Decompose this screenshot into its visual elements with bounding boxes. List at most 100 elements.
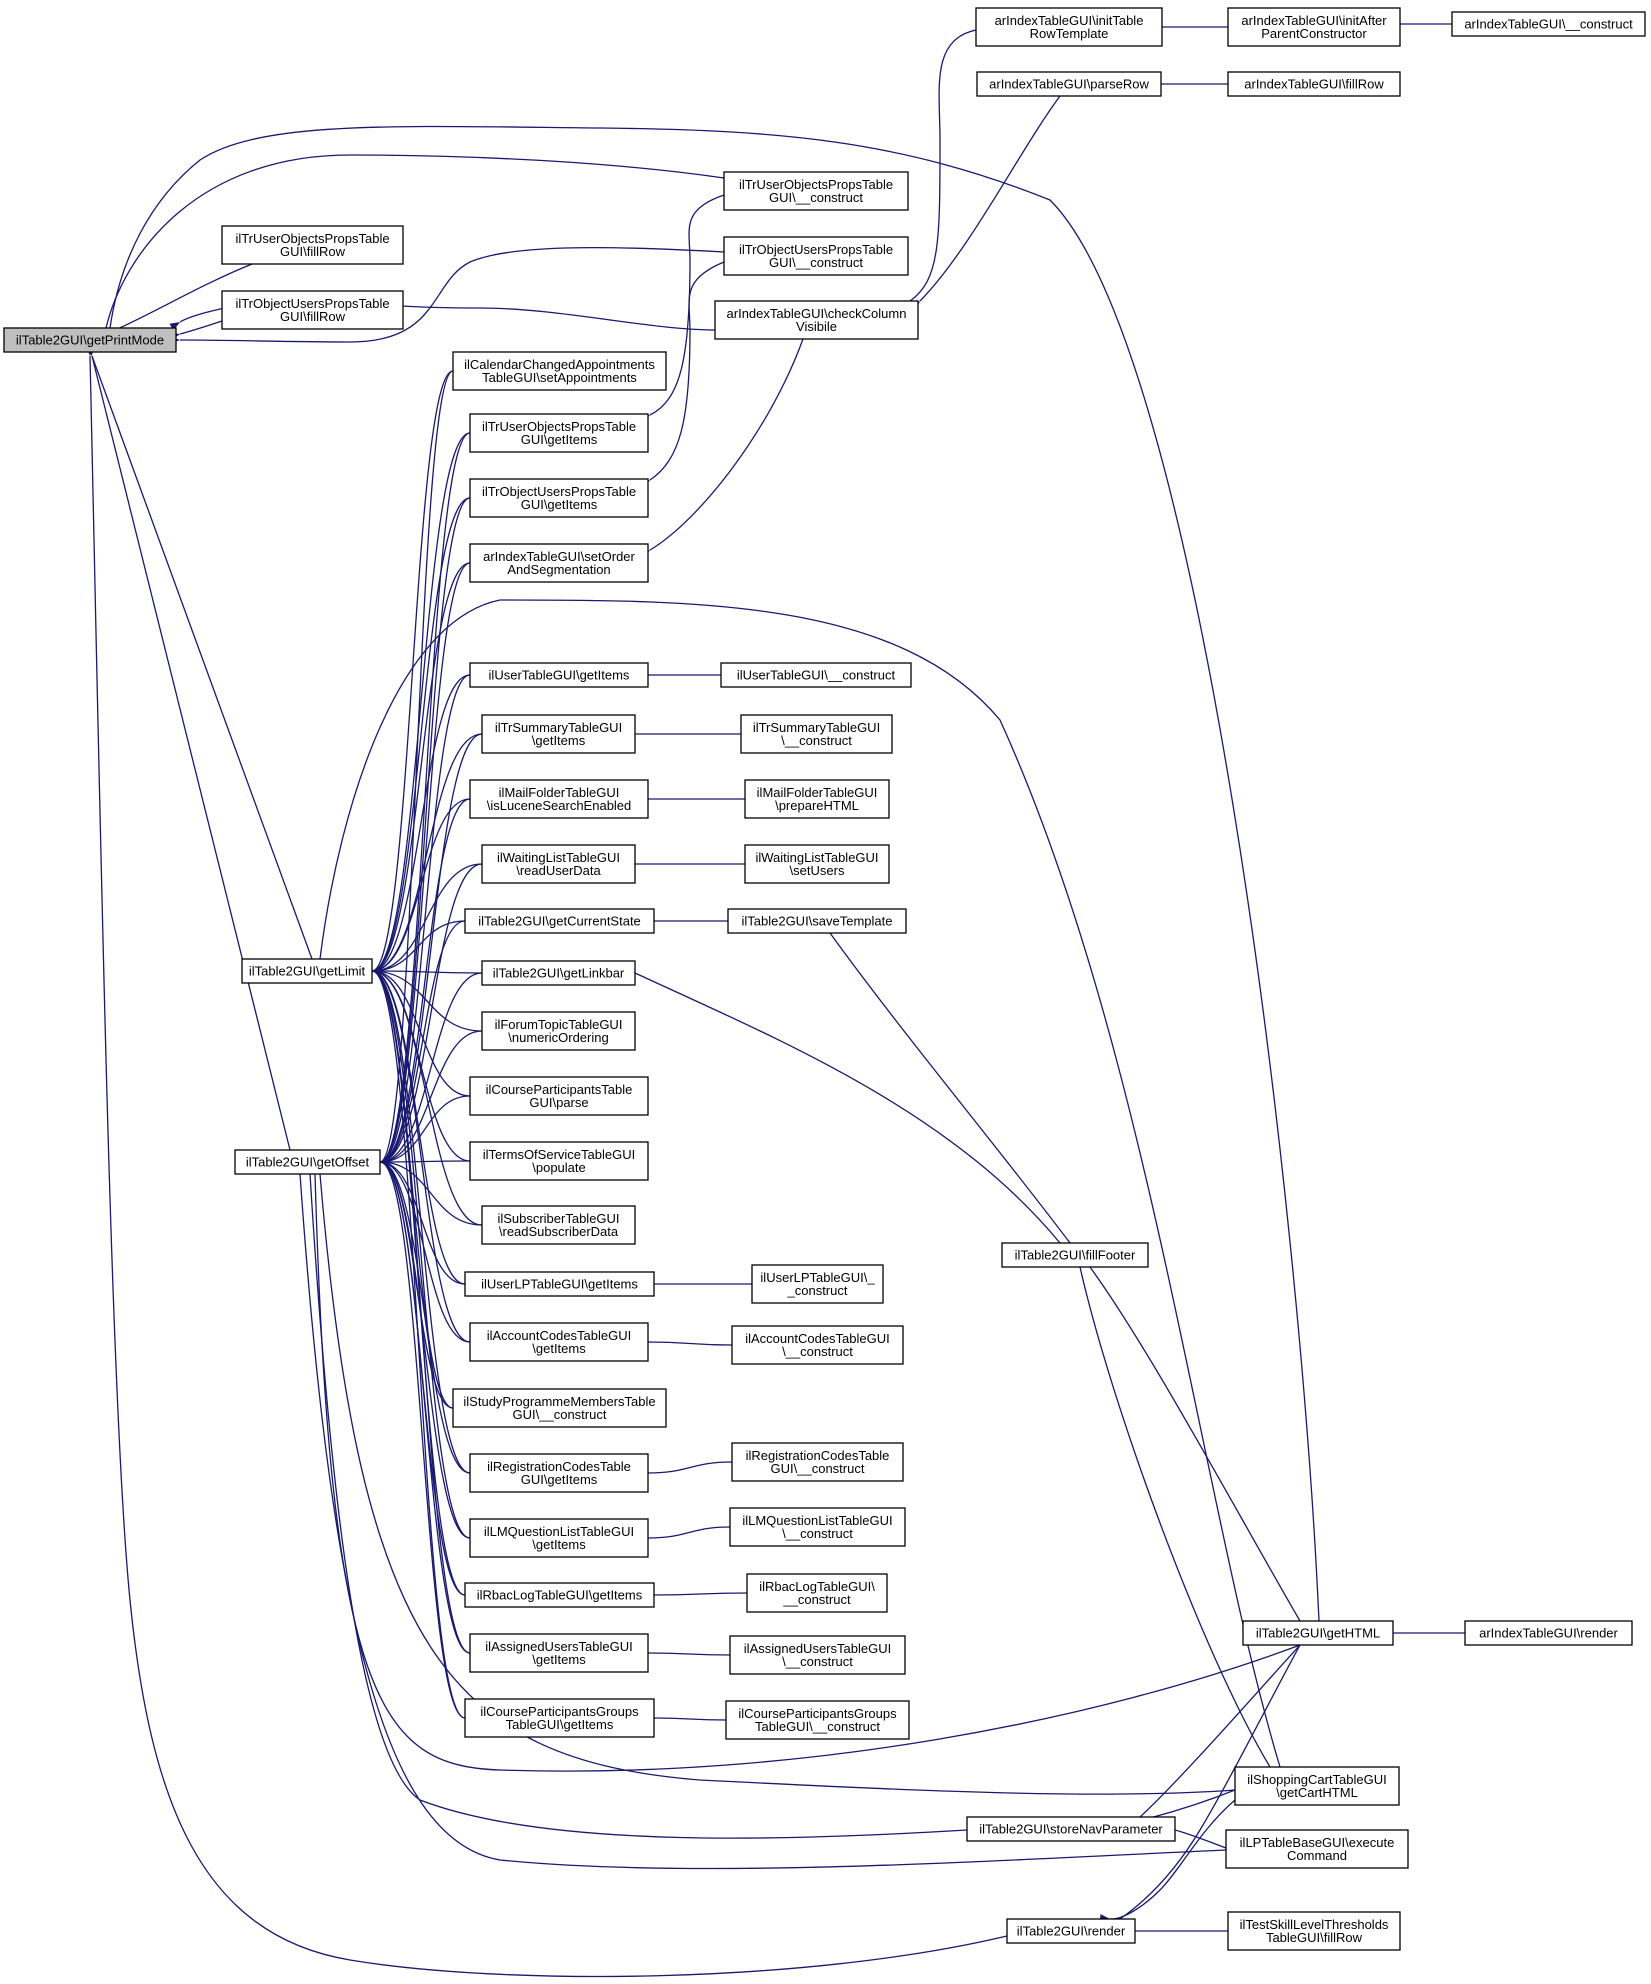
node-wait-setusers[interactable]: ilWaitingListTableGUI\setUsers	[744, 844, 890, 884]
edge-cal_set-to-getlimit	[361, 370, 454, 976]
node-render[interactable]: ilTable2GUI\render	[1006, 1918, 1136, 1944]
node-mail-lucene[interactable]: ilMailFolderTableGUI\isLuceneSearchEnabl…	[469, 779, 649, 819]
node-label: ilWaitingListTableGUI	[497, 850, 620, 865]
node-mail-prepare[interactable]: ilMailFolderTableGUI\prepareHTML	[744, 779, 890, 819]
node-user-items[interactable]: ilUserTableGUI\getItems	[469, 662, 649, 688]
node-acc-construct[interactable]: ilAccountCodesTableGUI\__construct	[731, 1325, 904, 1365]
node-ar-initafter[interactable]: arIndexTableGUI\initAfterParentConstruct…	[1227, 7, 1401, 47]
node-lmq-items[interactable]: ilLMQuestionListTableGUI\getItems	[469, 1518, 649, 1558]
node-getoffset[interactable]: ilTable2GUI\getOffset	[234, 1149, 381, 1175]
node-tos-populate[interactable]: ilTermsOfServiceTableGUI\populate	[469, 1141, 649, 1181]
node-label: ilRegistrationCodesTable	[746, 1448, 890, 1463]
node-subscr-read[interactable]: ilSubscriberTableGUI\readSubscriberData	[481, 1205, 636, 1245]
node-label: ilTrObjectUsersPropsTable	[482, 484, 636, 499]
node-getlimit[interactable]: ilTable2GUI\getLimit	[241, 958, 373, 984]
node-label: ilAccountCodesTableGUI	[487, 1328, 632, 1343]
node-user-construct[interactable]: ilUserTableGUI\__construct	[720, 662, 912, 688]
node-label: \__construct	[782, 1654, 853, 1669]
node-userlp-construct[interactable]: ilUserLPTableGUI\__construct	[751, 1264, 884, 1304]
node-box	[1242, 1620, 1394, 1646]
node-storenav[interactable]: ilTable2GUI\storeNavParameter	[966, 1816, 1176, 1842]
node-box	[481, 1205, 636, 1245]
node-label: Visibile	[796, 319, 837, 334]
node-box	[1227, 7, 1401, 47]
node-wait-read[interactable]: ilWaitingListTableGUI\readUserData	[481, 844, 636, 884]
node-rbac-construct[interactable]: ilRbacLogTableGUI\__construct	[746, 1573, 888, 1613]
node-label: \prepareHTML	[775, 798, 859, 813]
node-trsum-construct[interactable]: ilTrSummaryTableGUI\__construct	[740, 714, 893, 754]
node-cpg-construct[interactable]: ilCourseParticipantsGroupsTableGUI\__con…	[725, 1700, 910, 1740]
edge-gethtml-to-render	[1109, 1644, 1301, 1929]
node-box	[723, 236, 909, 276]
node-cart[interactable]: ilShoppingCartTableGUI\getCartHTML	[1234, 1766, 1400, 1806]
node-label: GUI\parse	[529, 1095, 588, 1110]
edge-getlimit-to-gpm	[84, 345, 313, 960]
node-label: ilTable2GUI\getLinkbar	[493, 966, 625, 981]
node-box	[1227, 71, 1401, 97]
node-label: ilStudyProgrammeMembersTable	[463, 1394, 655, 1409]
node-label: GUI\fillRow	[280, 244, 346, 259]
node-box	[729, 1635, 906, 1675]
node-ar-render[interactable]: arIndexTableGUI\render	[1464, 1620, 1633, 1646]
node-userlp-items[interactable]: ilUserLPTableGUI\getItems	[464, 1271, 655, 1297]
node-box	[744, 844, 890, 884]
node-forum-order[interactable]: ilForumTopicTableGUI\numericOrdering	[481, 1011, 636, 1051]
node-trsum-items[interactable]: ilTrSummaryTableGUI\getItems	[481, 714, 636, 754]
node-label: ilRbacLogTableGUI\	[759, 1579, 875, 1594]
node-skill[interactable]: ilTestSkillLevelThresholdsTableGUI\fillR…	[1227, 1911, 1401, 1951]
node-gethtml[interactable]: ilTable2GUI\getHTML	[1242, 1620, 1394, 1646]
node-box	[1227, 1911, 1401, 1951]
node-assigned-items[interactable]: ilAssignedUsersTableGUI\getItems	[469, 1633, 649, 1673]
node-cal-set[interactable]: ilCalendarChangedAppointmentsTableGUI\se…	[452, 351, 667, 391]
node-label: ilShoppingCartTableGUI	[1247, 1772, 1386, 1787]
node-layer: ilTable2GUI\getPrintMode ilTrUserObjectsP…	[3, 7, 1646, 1951]
node-label: \__construct	[782, 1526, 853, 1541]
node-label: \readSubscriberData	[499, 1224, 619, 1239]
node-box	[469, 1633, 649, 1673]
node-ar-construct[interactable]: arIndexTableGUI\__construct	[1451, 11, 1646, 37]
node-label: ilTrSummaryTableGUI	[753, 720, 880, 735]
node-fillfooter[interactable]: ilTable2GUI\fillFooter	[1001, 1242, 1149, 1268]
node-label: GUI\fillRow	[280, 309, 346, 324]
node-label: TableGUI\fillRow	[1266, 1930, 1363, 1945]
node-ar-parserow[interactable]: arIndexTableGUI\parseRow	[976, 71, 1162, 97]
node-label: ilTable2GUI\render	[1017, 1924, 1126, 1939]
node-cur-state[interactable]: ilTable2GUI\getCurrentState	[464, 908, 655, 934]
edge-cpg_construct-to-cpg_items	[643, 1713, 727, 1722]
node-label: arIndexTableGUI\parseRow	[989, 77, 1149, 92]
node-cpg-items[interactable]: ilCourseParticipantsGroupsTableGUI\getIt…	[464, 1698, 655, 1738]
node-box	[720, 662, 912, 688]
node-assigned-construct[interactable]: ilAssignedUsersTableGUI\__construct	[729, 1635, 906, 1675]
node-linkbar[interactable]: ilTable2GUI\getLinkbar	[481, 960, 636, 986]
node-gpm[interactable]: ilTable2GUI\getPrintMode	[3, 327, 177, 353]
edge-lmq_items-to-getoffset	[369, 1157, 471, 1539]
node-rbac-items[interactable]: ilRbacLogTableGUI\getItems	[464, 1582, 655, 1608]
edge-coursepart_parse-to-getoffset	[369, 1095, 471, 1167]
node-box	[481, 714, 636, 754]
edge-cart-to-storenav	[1139, 1789, 1236, 1825]
edge-user_items-to-getoffset	[369, 674, 471, 1167]
node-save-tpl[interactable]: ilTable2GUI\saveTemplate	[727, 908, 907, 934]
edge-oup_construct-to-oup_items	[639, 261, 725, 489]
node-studyprog[interactable]: ilStudyProgrammeMembersTableGUI\__constr…	[452, 1388, 667, 1428]
node-box	[469, 1141, 649, 1181]
node-label: Command	[1287, 1848, 1347, 1863]
node-label: ilCalendarChangedAppointments	[464, 357, 655, 372]
node-ar-fillrow[interactable]: arIndexTableGUI\fillRow	[1227, 71, 1401, 97]
node-acc-items[interactable]: ilAccountCodesTableGUI\getItems	[469, 1322, 649, 1362]
node-box	[751, 1264, 884, 1304]
node-lmq-construct[interactable]: ilLMQuestionListTableGUI\__construct	[729, 1507, 906, 1547]
